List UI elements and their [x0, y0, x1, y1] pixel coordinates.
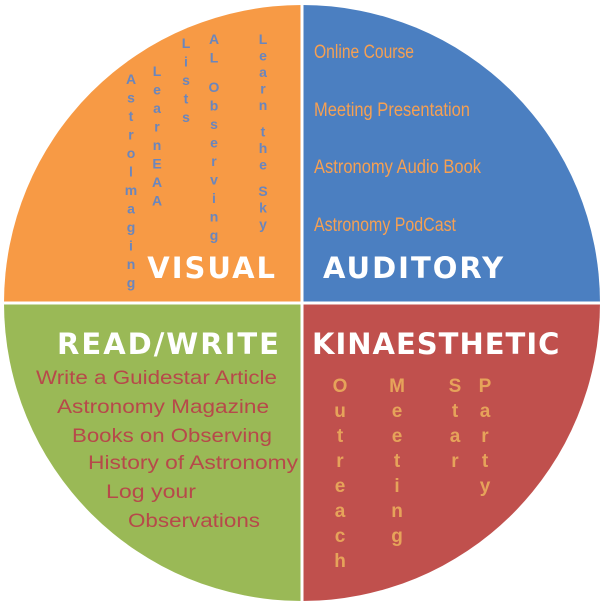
kinaesthetic-title: KINAESTHETIC: [312, 327, 560, 361]
visual-title: VISUAL: [147, 251, 277, 285]
auditory-item: Meeting Presentation: [314, 100, 470, 121]
read-write-title: READ/WRITE: [57, 327, 281, 361]
read-write-item: Observations: [128, 511, 260, 532]
auditory-title: AUDITORY: [323, 251, 505, 285]
read-write-item: History of Astronomy: [88, 453, 299, 474]
read-write-items: Write a Guidestar Article Astronomy Maga…: [36, 368, 299, 532]
read-write-item: Astronomy Magazine: [57, 397, 269, 418]
auditory-item: Astronomy Audio Book: [314, 157, 481, 178]
auditory-item: Online Course: [314, 42, 414, 63]
auditory-items: Online Course Meeting Presentation Astro…: [314, 42, 481, 236]
read-write-item: Write a Guidestar Article: [36, 368, 277, 389]
read-write-item: Log your: [106, 482, 197, 503]
read-write-item: Books on Observing: [72, 426, 272, 447]
auditory-item: Astronomy PodCast: [314, 215, 457, 236]
